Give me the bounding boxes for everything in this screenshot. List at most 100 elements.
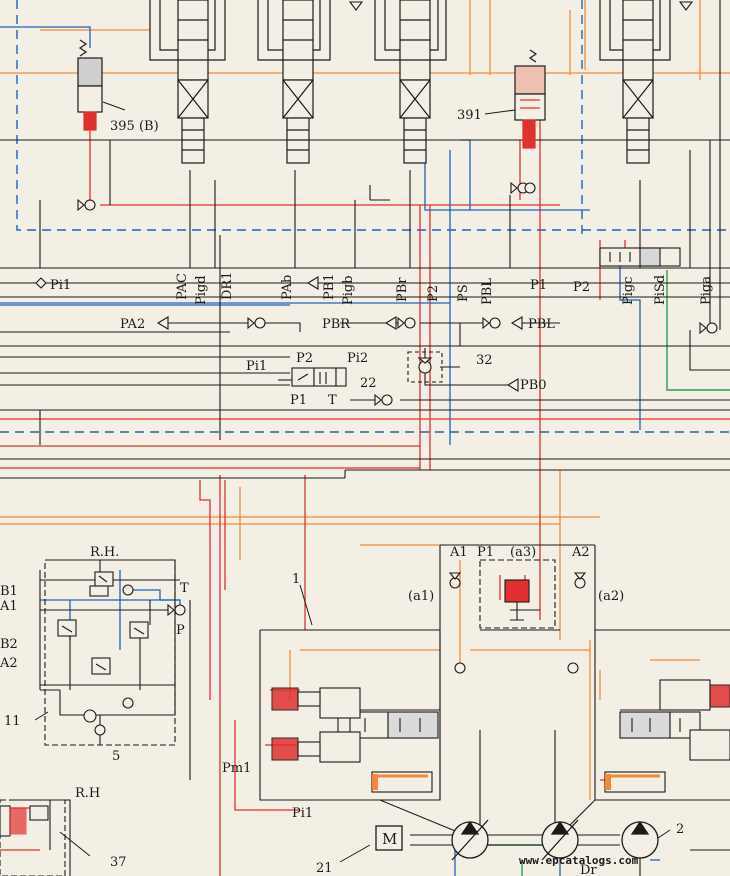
label-5: 5: [112, 749, 120, 764]
port-arrow: [156, 316, 169, 330]
check-valve: [482, 316, 501, 330]
label-391: 391: [457, 108, 482, 123]
spool-valve-2: [257, 0, 331, 164]
port-arrow: [384, 316, 397, 330]
label-pbl-vertical: PBL: [480, 278, 495, 305]
label-pigc: Pigc: [621, 276, 636, 305]
label-a2: A2: [0, 656, 18, 671]
spool-valve-4: [599, 0, 671, 164]
label-a1-pump: A1: [449, 545, 468, 560]
diamond-port: [35, 277, 47, 289]
label-p2-valve22: P2: [296, 351, 313, 366]
label-p1-pump: P1: [477, 545, 494, 560]
check-valve: [573, 572, 587, 589]
label-p2-horizontal: P2: [573, 280, 590, 295]
port-arrow: [348, 1, 364, 11]
label-2: 2: [676, 822, 684, 837]
label-a2-paren: (a2): [598, 589, 624, 604]
label-a1-paren: (a1): [408, 589, 434, 604]
label-pac: PAC: [175, 273, 190, 300]
solenoid-valve-391: [514, 49, 546, 149]
label-dr-bottom: Dr: [580, 863, 597, 876]
label-37: 37: [110, 855, 127, 870]
label-t-rh: T: [180, 581, 189, 596]
orange-pilot-lines: [0, 0, 730, 800]
regulator-left: [271, 687, 439, 793]
label-pigd: Pigd: [194, 275, 209, 305]
label-rh-top: R.H.: [90, 545, 119, 560]
check-valve: [699, 321, 718, 335]
component-labels: 395 (B) 391 Pi1 PAC Pigd DR1 PAb PB1 Pig…: [0, 108, 714, 876]
label-pigb: Pigb: [341, 275, 356, 305]
label-1: 1: [292, 572, 300, 587]
port-arrow: [678, 1, 694, 11]
label-p2-vertical: P2: [426, 285, 441, 302]
watermark: www.epcatalogs.com: [519, 854, 639, 867]
label-32: 32: [476, 353, 493, 368]
label-pa2: PA2: [120, 317, 145, 332]
label-pbl: PBL: [528, 317, 555, 332]
label-pbr-vertical: PBr: [395, 277, 410, 302]
leader-lines: [34, 101, 671, 863]
port-arrow: [510, 316, 523, 330]
regulator-right: [604, 679, 730, 793]
spool-valve-1: [149, 0, 226, 164]
label-rh-bottom: R.H: [75, 786, 100, 801]
check-valve: [77, 198, 96, 212]
label-dr1: DR1: [220, 272, 235, 300]
label-a1: A1: [0, 599, 18, 614]
solenoid-valve-395: [77, 39, 103, 131]
label-b1: B1: [0, 584, 18, 599]
label-piga: Piga: [699, 276, 714, 305]
label-pab: PAb: [280, 275, 295, 300]
label-pm1: Pm1: [222, 761, 251, 776]
label-t-valve22: T: [328, 393, 337, 408]
check-valve: [448, 572, 462, 589]
label-p-rh: P: [176, 623, 185, 638]
spool-valve-group: [149, 0, 671, 164]
label-pi1-bottom: Pi1: [292, 806, 313, 821]
port-arrow: [506, 378, 519, 392]
motor-box: [375, 825, 403, 851]
check-valve: [94, 724, 106, 736]
check-valve: [454, 662, 466, 674]
pilot-block-right: [599, 247, 681, 267]
label-p1-horizontal: P1: [530, 278, 547, 293]
label-11: 11: [4, 714, 21, 729]
label-a3: (a3): [510, 545, 536, 560]
check-valve: [167, 603, 186, 617]
label-p1-valve22: P1: [290, 393, 307, 408]
check-valve: [567, 662, 579, 674]
check-valve: [397, 316, 416, 330]
pump-assembly: [375, 819, 659, 861]
check-valve: [247, 316, 266, 330]
regulator-a3: [479, 559, 556, 629]
check-valve: [524, 182, 536, 194]
port-arrow: [306, 276, 319, 290]
spool-valve-3: [374, 0, 447, 164]
label-pisd: PiSd: [653, 275, 668, 305]
blue-dashed-boundaries: [0, 0, 730, 433]
check-valve: [122, 584, 134, 596]
label-pi2-valve22: Pi2: [347, 351, 368, 366]
label-ps: PS: [456, 284, 471, 302]
valve-22: [278, 367, 347, 387]
label-395: 395 (B): [110, 119, 159, 134]
check-valve: [83, 709, 97, 723]
label-21: 21: [316, 861, 333, 876]
label-pb0: PB0: [520, 378, 547, 393]
label-pb1: PB1: [322, 273, 337, 300]
rh-valve-37: [0, 799, 66, 876]
label-a2-pump: A2: [571, 545, 590, 560]
rh-valve-assembly: [44, 559, 176, 746]
check-valve: [122, 697, 134, 709]
label-b2: B2: [0, 637, 18, 652]
port-symbols: [35, 1, 694, 392]
label-motor-m: M: [382, 830, 397, 848]
label-pbr: PBR: [322, 317, 351, 332]
label-pi1-valve22: Pi1: [246, 359, 267, 374]
label-pi1-top: Pi1: [50, 278, 71, 293]
check-valves: [77, 181, 718, 736]
